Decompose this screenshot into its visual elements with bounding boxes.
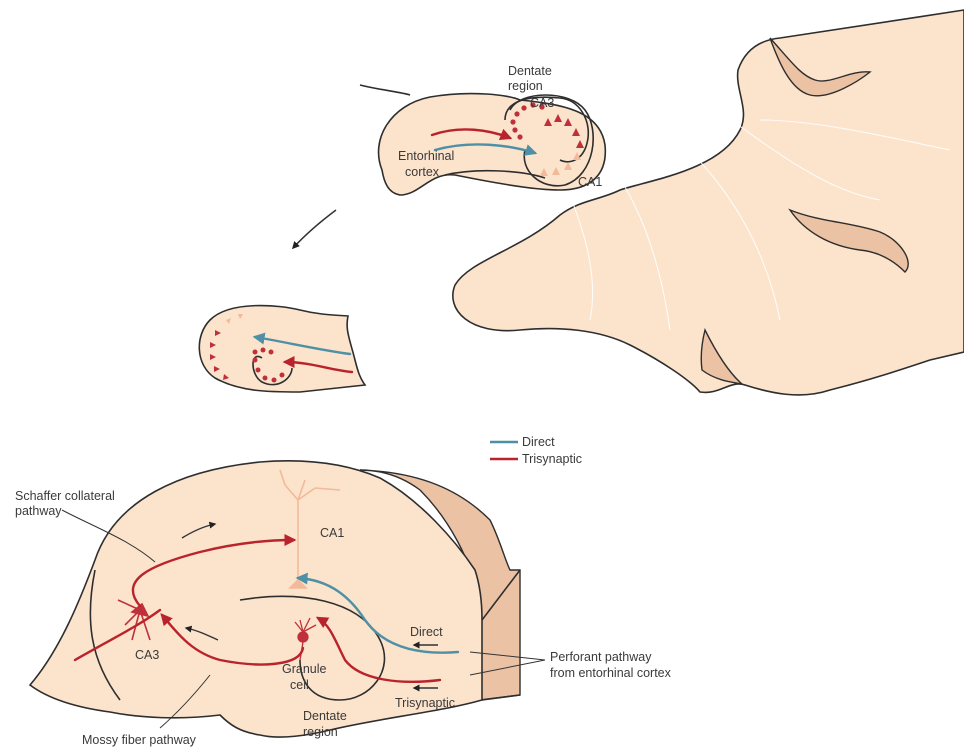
label-schaffer-2: pathway xyxy=(15,504,62,518)
brain-section xyxy=(360,10,964,395)
label-granule-2: cell xyxy=(290,678,309,692)
label-trisynaptic-bottom: Trisynaptic xyxy=(395,696,455,710)
label-dentate-bottom-2: region xyxy=(303,725,338,739)
zoom-arrow xyxy=(293,210,336,248)
label-direct-bottom: Direct xyxy=(410,625,443,639)
legend-label-direct: Direct xyxy=(522,435,555,449)
label-perforant-1: Perforant pathway xyxy=(550,650,652,664)
label-ca3-top: CA3 xyxy=(530,96,554,110)
legend: Direct Trisynaptic xyxy=(490,435,582,466)
cortex-edge xyxy=(360,85,410,95)
label-perforant-2: from entorhinal cortex xyxy=(550,666,672,680)
hippocampus-middle xyxy=(199,306,365,392)
label-dentate-region-top-2: region xyxy=(508,79,543,93)
label-mossy-fiber: Mossy fiber pathway xyxy=(82,733,197,747)
label-ca1-bottom: CA1 xyxy=(320,526,344,540)
label-schaffer-1: Schaffer collateral xyxy=(15,489,115,503)
label-ca3-bottom: CA3 xyxy=(135,648,159,662)
legend-label-trisynaptic: Trisynaptic xyxy=(522,452,582,466)
label-dentate-bottom-1: Dentate xyxy=(303,709,347,723)
label-ca1-top: CA1 xyxy=(578,175,602,189)
label-entorhinal-2: cortex xyxy=(405,165,440,179)
label-granule-1: Granule xyxy=(282,662,327,676)
label-entorhinal-1: Entorhinal xyxy=(398,149,454,163)
label-dentate-region-top-1: Dentate xyxy=(508,64,552,78)
